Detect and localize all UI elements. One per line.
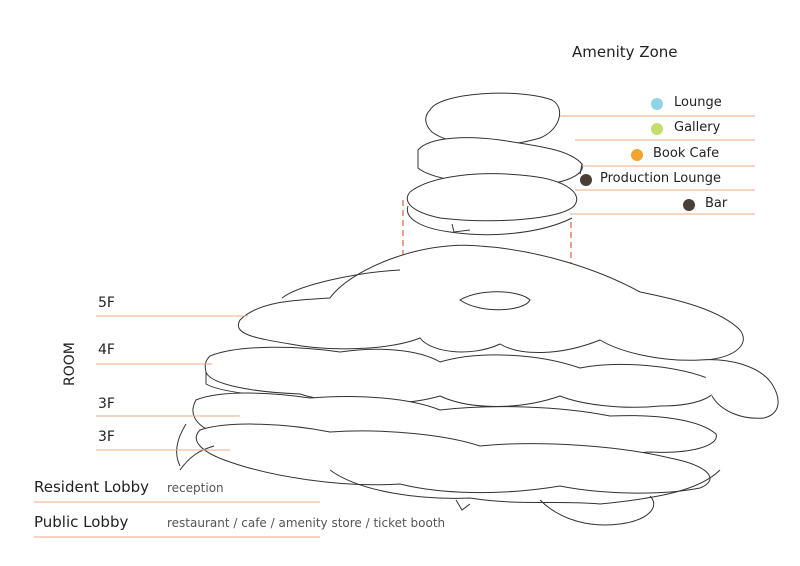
lounge-dot <box>651 98 663 110</box>
gallery-dot <box>651 123 663 135</box>
resident-lobby-sub: reception <box>167 481 224 495</box>
floor-label-5f: 5F <box>98 295 115 311</box>
floor-label-3f-lower: 3F <box>98 429 115 445</box>
book-cafe-dot <box>631 149 643 161</box>
amenity-zone-title: Amenity Zone <box>572 43 678 61</box>
room-label: ROOM <box>62 342 78 386</box>
legend-production-lounge: Production Lounge <box>600 171 721 186</box>
public-lobby-title: Public Lobby <box>34 513 129 531</box>
legend-lounge: Lounge <box>674 95 722 110</box>
production-lounge-dot <box>580 174 592 186</box>
public-lobby-sub: restaurant / cafe / amenity store / tick… <box>167 516 446 530</box>
slab-3f-lower <box>195 423 711 494</box>
floor-label-4f: 4F <box>98 342 115 358</box>
ground-form <box>329 469 721 505</box>
tower-ring-2 <box>406 173 578 222</box>
tower-top-disc <box>425 92 561 146</box>
legend-bar: Bar <box>705 196 728 211</box>
bar-dot <box>683 199 695 211</box>
resident-lobby-title: Resident Lobby <box>34 478 150 496</box>
tower-ring-3 <box>406 205 573 236</box>
floor-label-3f-upper: 3F <box>98 396 115 412</box>
legend-gallery: Gallery <box>674 120 721 135</box>
legend-book-cafe: Book Cafe <box>653 146 720 161</box>
right-wing <box>699 359 779 419</box>
slab-4f <box>204 346 717 408</box>
